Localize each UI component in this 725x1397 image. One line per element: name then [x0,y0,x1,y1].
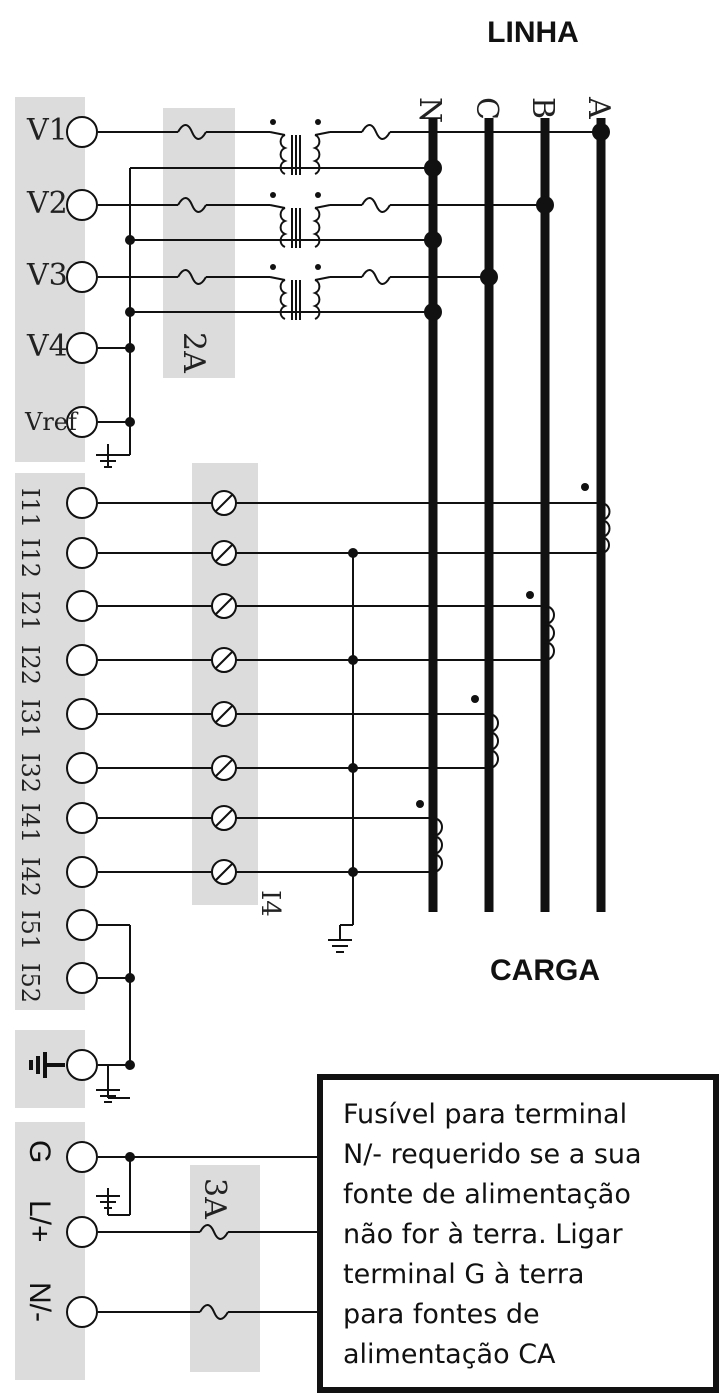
label-i51: I51 [16,910,44,950]
label-v1: V1 [26,113,68,148]
terminal-v4 [66,332,98,364]
label-vref: Vref [24,408,79,436]
carga-label: CARGA [490,954,600,987]
note-line: fonte de alimentação [343,1179,631,1210]
label-i11: I11 [16,488,44,528]
ground-icon [96,444,120,468]
label-n-minus: N/- [23,1282,56,1322]
phase-label-b: B [525,97,560,119]
label-i4: I4 [255,890,285,917]
label-i31: I31 [16,699,44,739]
note-line: para fontes de [343,1299,540,1330]
voltage-wiring [98,124,601,456]
ground-icon [96,1065,130,1103]
label-g: G [23,1140,56,1163]
label-i22: I22 [16,645,44,685]
shorting-block-screws [211,490,237,885]
label-v3: V3 [26,258,68,293]
note-line: N/- requerido se a sua [343,1139,642,1170]
fuse-label-2a: 2A [176,332,211,373]
label-v4: V4 [26,329,68,364]
note-line: terminal G à terra [343,1259,584,1290]
label-i41: I41 [16,803,44,843]
label-i12: I12 [16,538,44,578]
transformer-polarity-dots [270,119,321,270]
label-v2: V2 [26,186,68,221]
current-terminal-screws [66,487,98,1081]
note-box [317,1074,719,1393]
current-shorting-block [192,463,258,905]
phase-label-a: A [581,96,616,119]
terminal-v2 [66,189,98,221]
power-fuse-block [190,1165,260,1372]
note-line: Fusível para terminal [343,1099,627,1130]
phase-bus-bars [428,118,606,912]
label-i52: I52 [16,963,44,1003]
linha-label: LINHA [487,16,579,49]
current-wiring [98,502,611,1066]
note-line: não for à terra. Ligar [343,1219,623,1250]
ground-icon [328,924,353,953]
phase-label-c: C [469,97,504,120]
label-i32: I32 [16,753,44,793]
terminal-vref [66,406,98,438]
ct-polarity-dots [416,483,589,808]
label-l-plus: L/+ [23,1200,56,1243]
voltage-fuse-block [163,108,235,378]
fuse-label-3a: 3A [197,1178,232,1219]
ground-icon [96,1188,120,1215]
power-junction [125,1152,135,1162]
voltage-junctions [125,123,610,427]
current-junctions [125,548,358,1070]
power-terminal-screws [66,1141,98,1328]
voltage-terminal-screws [66,116,98,438]
terminal-v3 [66,261,98,293]
note-line: alimentação CA [343,1339,556,1370]
terminal-v1 [66,116,98,148]
label-i42: I42 [16,857,44,897]
chassis-ground-icon [29,1052,65,1078]
label-i21: I21 [16,591,44,631]
